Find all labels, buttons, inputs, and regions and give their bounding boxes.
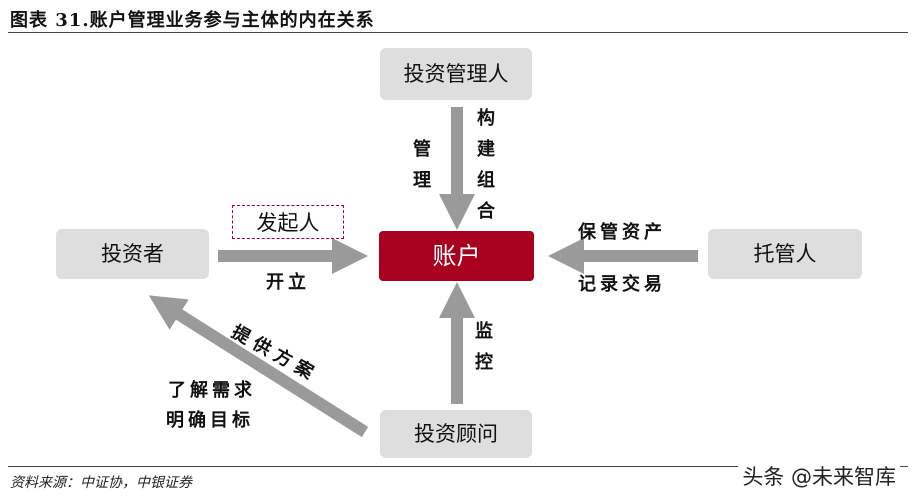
label-understand-needs: 了解需求 xyxy=(168,380,256,401)
top-divider xyxy=(8,32,908,33)
watermark: 头条 @未来智库 xyxy=(738,461,900,491)
label-record: 记录交易 xyxy=(578,274,666,295)
node-sponsor: 发起人 xyxy=(232,205,344,239)
label-custody: 保管资产 xyxy=(578,222,666,243)
node-advisor: 投资顾问 xyxy=(380,410,532,458)
node-custodian: 托管人 xyxy=(708,229,862,279)
node-investment-manager: 投资管理人 xyxy=(380,48,532,100)
label-clarify-goals: 明确目标 xyxy=(166,410,254,431)
node-investor: 投资者 xyxy=(56,229,209,279)
source-note: 资料来源：中证协，中银证券 xyxy=(10,475,192,491)
label-open: 开立 xyxy=(266,272,310,293)
node-account: 账户 xyxy=(379,231,534,281)
bottom-divider xyxy=(8,466,908,467)
label-monitor: 监控 xyxy=(475,321,493,373)
arrow-advisor-to-investor xyxy=(148,295,369,438)
figure-title: 图表 31.账户管理业务参与主体的内在关系 xyxy=(10,10,375,31)
label-build-portfolio: 构建组合 xyxy=(477,108,495,222)
label-manage: 管理 xyxy=(413,139,431,191)
